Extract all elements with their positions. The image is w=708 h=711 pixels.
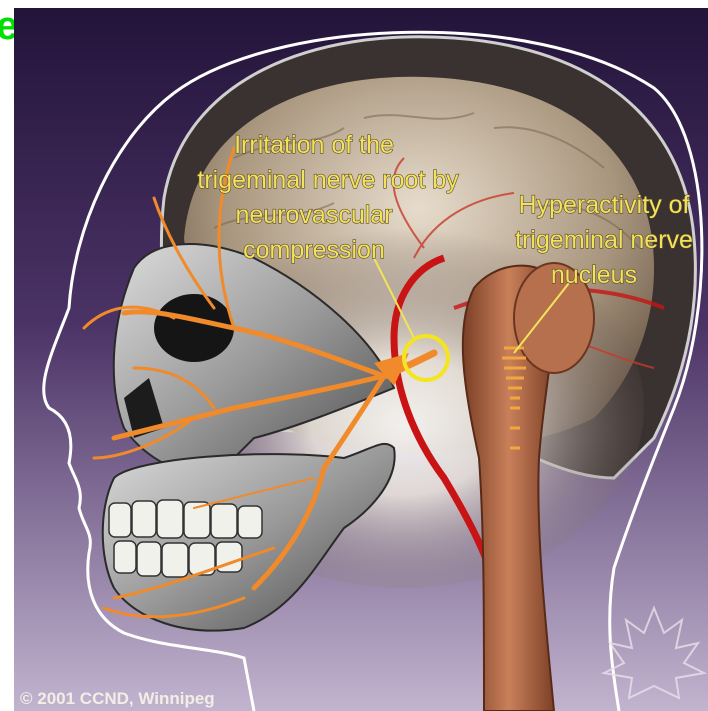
nucleus-label-line1: Hyperactivity of [519,191,690,219]
nucleus-label-line2: trigeminal nerve [515,226,693,254]
copyright-text: © 2001 CCND, Winnipeg [20,689,215,708]
root-label-line3: neurovascular [235,201,392,229]
root-label-line2: trigeminal nerve root by [197,166,459,194]
nucleus-label-line3: nucleus [551,261,637,289]
illustration: Irritation of the trigeminal nerve root … [14,8,708,711]
root-label-line1: Irritation of the [234,131,394,159]
anatomy-diagram: Irritation of the trigeminal nerve root … [14,8,708,711]
root-label-line4: compression [243,236,385,264]
